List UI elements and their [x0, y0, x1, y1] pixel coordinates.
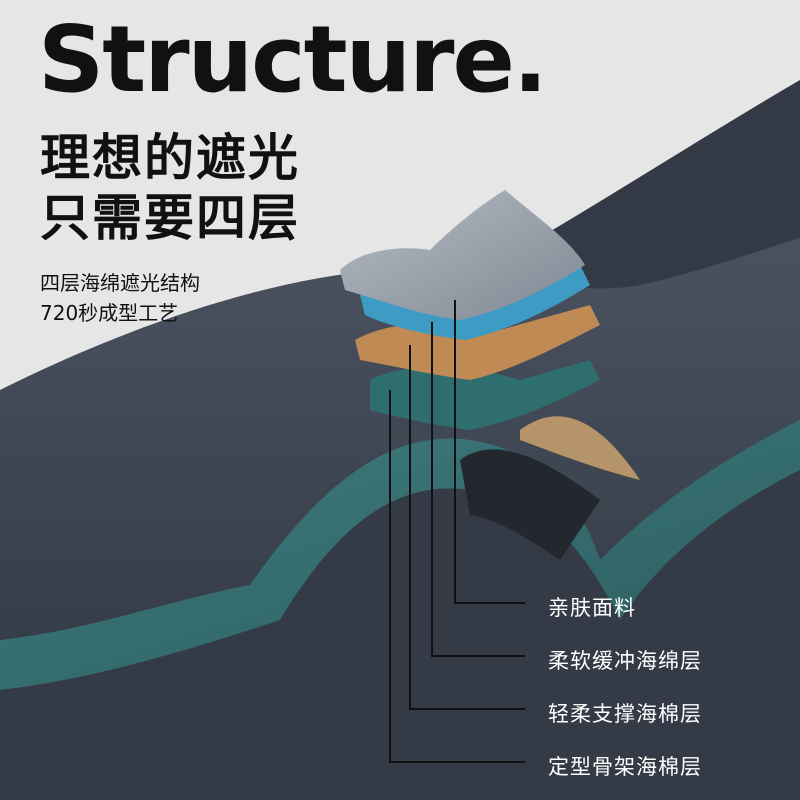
mask-cutout	[460, 449, 600, 560]
headline-line-1: 理想的遮光	[40, 129, 300, 187]
leader-line-4	[389, 390, 525, 763]
layer-1-sheet	[340, 190, 585, 320]
mask-cutout-flap	[520, 416, 640, 480]
layer-4-sheet	[370, 360, 600, 430]
leader-line-2	[431, 322, 525, 657]
layer-label-2: 柔软缓冲海绵层	[548, 649, 702, 673]
page-title: Structure.	[38, 6, 548, 113]
mask-edge-band	[0, 420, 800, 690]
layer-label-4: 定型骨架海棉层	[548, 755, 702, 779]
layer-label-3: 轻柔支撑海棉层	[548, 702, 702, 726]
mask-lower-surface	[0, 470, 800, 800]
subline-1: 四层海绵遮光结构	[40, 271, 200, 295]
headline-line-2: 只需要四层	[40, 189, 300, 247]
layer-label-1: 亲肤面料	[548, 596, 636, 620]
subline-2: 720秒成型工艺	[40, 301, 179, 325]
leader-line-1	[454, 300, 525, 604]
leader-line-3	[409, 345, 525, 710]
